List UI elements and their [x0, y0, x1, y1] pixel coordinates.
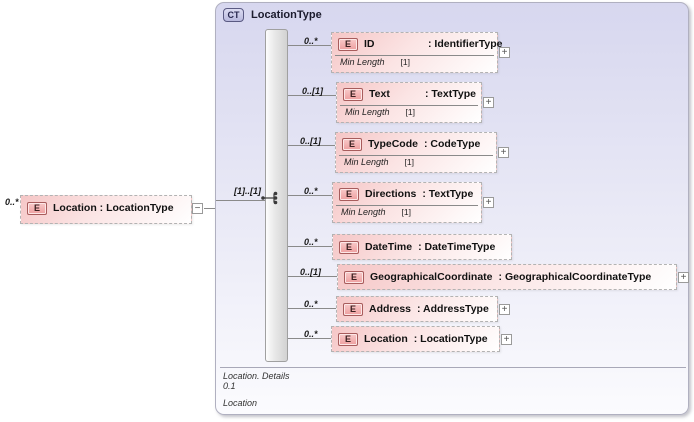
connector-line: [288, 45, 331, 46]
complex-type-panel: CT LocationType [1]..[1] 0..* E ID : Ide…: [215, 2, 689, 415]
element-type: : LocationType: [413, 333, 488, 345]
element-name: Location: [364, 333, 408, 345]
connector-line: [288, 145, 335, 146]
facet-row: Min Length [1]: [335, 55, 494, 67]
cardinality-label: 0..[1]: [300, 267, 322, 277]
element-badge-icon: E: [343, 87, 363, 101]
element-name: Directions: [365, 188, 417, 200]
facet-value: [1]: [405, 107, 415, 117]
connector-line: [288, 308, 336, 309]
cardinality-label: 0..[1]: [302, 86, 324, 96]
element-box-text[interactable]: E Text : TextType Min Length [1]: [336, 82, 482, 123]
facet-row: Min Length [1]: [336, 205, 478, 217]
element-badge-icon: E: [339, 240, 359, 254]
element-badge-icon: E: [27, 201, 47, 215]
element-type: : DateTimeType: [418, 241, 496, 253]
cardinality-label: 0..*: [304, 186, 318, 196]
element-name: TypeCode: [368, 138, 418, 150]
facet-name: Min Length: [344, 157, 389, 167]
element-name: Address: [369, 303, 412, 315]
facet-value: [1]: [404, 157, 414, 167]
sequence-bar: [265, 29, 288, 362]
element-name: Text: [369, 88, 390, 100]
expand-toggle[interactable]: +: [499, 304, 510, 315]
element-box-id[interactable]: E ID : IdentifierType Min Length [1]: [331, 32, 502, 73]
element-type: : CodeType: [423, 138, 481, 150]
cardinality-label: 0..[1]: [300, 136, 322, 146]
expand-toggle[interactable]: +: [483, 197, 494, 208]
element-name: ID: [364, 38, 375, 50]
element-badge-icon: E: [343, 302, 363, 316]
complex-type-title: LocationType: [251, 9, 322, 21]
element-box-address[interactable]: E Address : AddressType: [336, 296, 498, 322]
element-badge-icon: E: [339, 187, 359, 201]
connector-line: [204, 208, 216, 209]
expand-toggle[interactable]: +: [499, 47, 510, 58]
element-box-directions[interactable]: E Directions : TextType Min Length [1]: [332, 182, 482, 223]
expand-toggle[interactable]: +: [498, 147, 509, 158]
element-type: : IdentifierType: [428, 38, 503, 50]
annotation-line-2: 0.1: [223, 381, 236, 391]
root-element-box[interactable]: E Location : LocationType: [20, 195, 192, 224]
connector-line: [288, 276, 337, 277]
cardinality-label: 0..*: [304, 237, 318, 247]
element-name: GeographicalCoordinate: [370, 271, 493, 283]
complex-type-header: CT LocationType: [223, 8, 322, 22]
element-box-typecode[interactable]: E TypeCode : CodeType Min Length [1]: [335, 132, 497, 173]
connector-line: [288, 195, 332, 196]
cardinality-label: 0..*: [304, 36, 318, 46]
connector-line: [288, 246, 332, 247]
group-cardinality-label: [1]..[1]: [234, 186, 261, 196]
cardinality-label: 0..*: [304, 299, 318, 309]
expand-toggle[interactable]: +: [501, 334, 512, 345]
element-type: : GeographicalCoordinateType: [498, 271, 652, 283]
expand-toggle[interactable]: +: [678, 272, 689, 283]
root-cardinality-label: 0..*: [5, 197, 19, 207]
element-name: DateTime: [365, 241, 413, 253]
element-box-geographicalcoordinate[interactable]: E GeographicalCoordinate : GeographicalC…: [337, 264, 677, 290]
facet-name: Min Length: [341, 207, 386, 217]
facet-row: Min Length [1]: [339, 155, 493, 167]
element-badge-icon: E: [338, 37, 358, 51]
annotation-line-3: Location: [223, 398, 258, 408]
element-box-location[interactable]: E Location : LocationType: [331, 326, 500, 352]
expand-toggle[interactable]: +: [483, 97, 494, 108]
facet-row: Min Length [1]: [340, 105, 478, 117]
element-type: : TextType: [425, 88, 476, 100]
annotation-line-1: Location. Details: [223, 371, 290, 381]
complex-type-badge-icon: CT: [223, 8, 244, 22]
facet-value: [1]: [401, 207, 411, 217]
collapse-toggle[interactable]: −: [192, 203, 203, 214]
facet-value: [1]: [400, 57, 410, 67]
sequence-icon: [261, 191, 278, 205]
connector-line: [216, 200, 265, 201]
root-element-label: Location : LocationType: [53, 202, 174, 214]
element-box-datetime[interactable]: E DateTime : DateTimeType: [332, 234, 512, 260]
element-badge-icon: E: [342, 137, 362, 151]
footer-divider: [220, 367, 686, 368]
cardinality-label: 0..*: [304, 329, 318, 339]
connector-line: [288, 338, 331, 339]
element-type: : TextType: [422, 188, 474, 200]
facet-name: Min Length: [340, 57, 385, 67]
facet-name: Min Length: [345, 107, 390, 117]
connector-line: [288, 95, 336, 96]
element-type: : AddressType: [417, 303, 489, 315]
element-badge-icon: E: [344, 270, 364, 284]
element-badge-icon: E: [338, 332, 358, 346]
